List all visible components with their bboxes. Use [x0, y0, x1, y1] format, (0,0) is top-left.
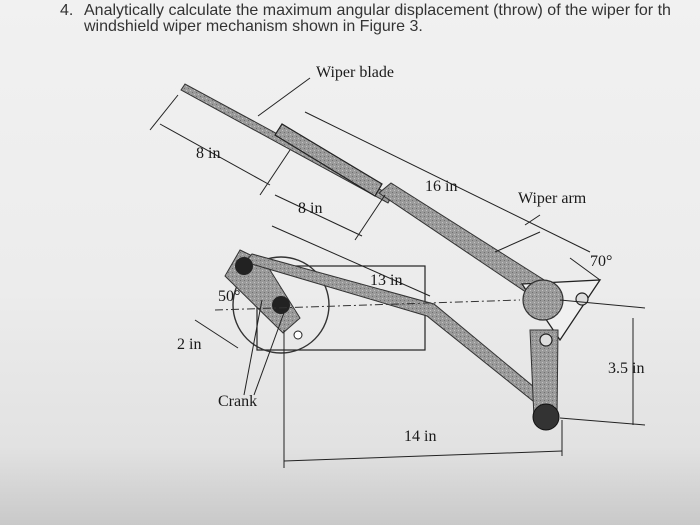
- dim-line-16in: [304, 111, 591, 253]
- dim-line-14in: [283, 450, 563, 462]
- label-3.5in: 3.5 in: [608, 360, 645, 377]
- question-number: 4.: [60, 2, 74, 19]
- label-14in: 14 in: [404, 428, 437, 445]
- crank-pivot: [272, 296, 290, 314]
- wiper-arm-leader: [524, 214, 541, 226]
- rocker-pin: [575, 292, 589, 306]
- label-50deg: 50°: [218, 288, 241, 305]
- wiper-blade-leader: [257, 77, 311, 117]
- label-8in-upper: 8 in: [196, 145, 221, 162]
- wiper-pivot: [522, 279, 564, 321]
- 2in-leader: [194, 319, 239, 349]
- label-8in-lower: 8 in: [298, 200, 323, 217]
- label-16in: 16 in: [425, 178, 458, 195]
- label-13in: 13 in: [370, 272, 403, 289]
- dim-line-13in: [271, 225, 431, 297]
- dim-line-8in-lower: [274, 194, 363, 237]
- question-line-1: Analytically calculate the maximum angul…: [84, 2, 671, 19]
- label-wiper-blade: Wiper blade: [316, 64, 394, 81]
- blade-clip: [274, 123, 383, 197]
- crank-pin: [235, 257, 253, 275]
- crank-disc: [232, 256, 330, 354]
- ground-pivot: [532, 403, 560, 431]
- label-crank: Crank: [218, 393, 258, 410]
- label-2in: 2 in: [177, 336, 202, 353]
- rocker-joint: [539, 333, 553, 347]
- coupler-pin: [293, 330, 303, 340]
- crank-leader: [243, 299, 263, 396]
- label-wiper-arm: Wiper arm: [518, 190, 587, 207]
- label-70deg: 70°: [590, 253, 613, 270]
- question-line-2: windshield wiper mechanism shown in Figu…: [84, 18, 423, 35]
- dim-line-8in-upper: [159, 123, 271, 186]
- centerline: [214, 299, 521, 311]
